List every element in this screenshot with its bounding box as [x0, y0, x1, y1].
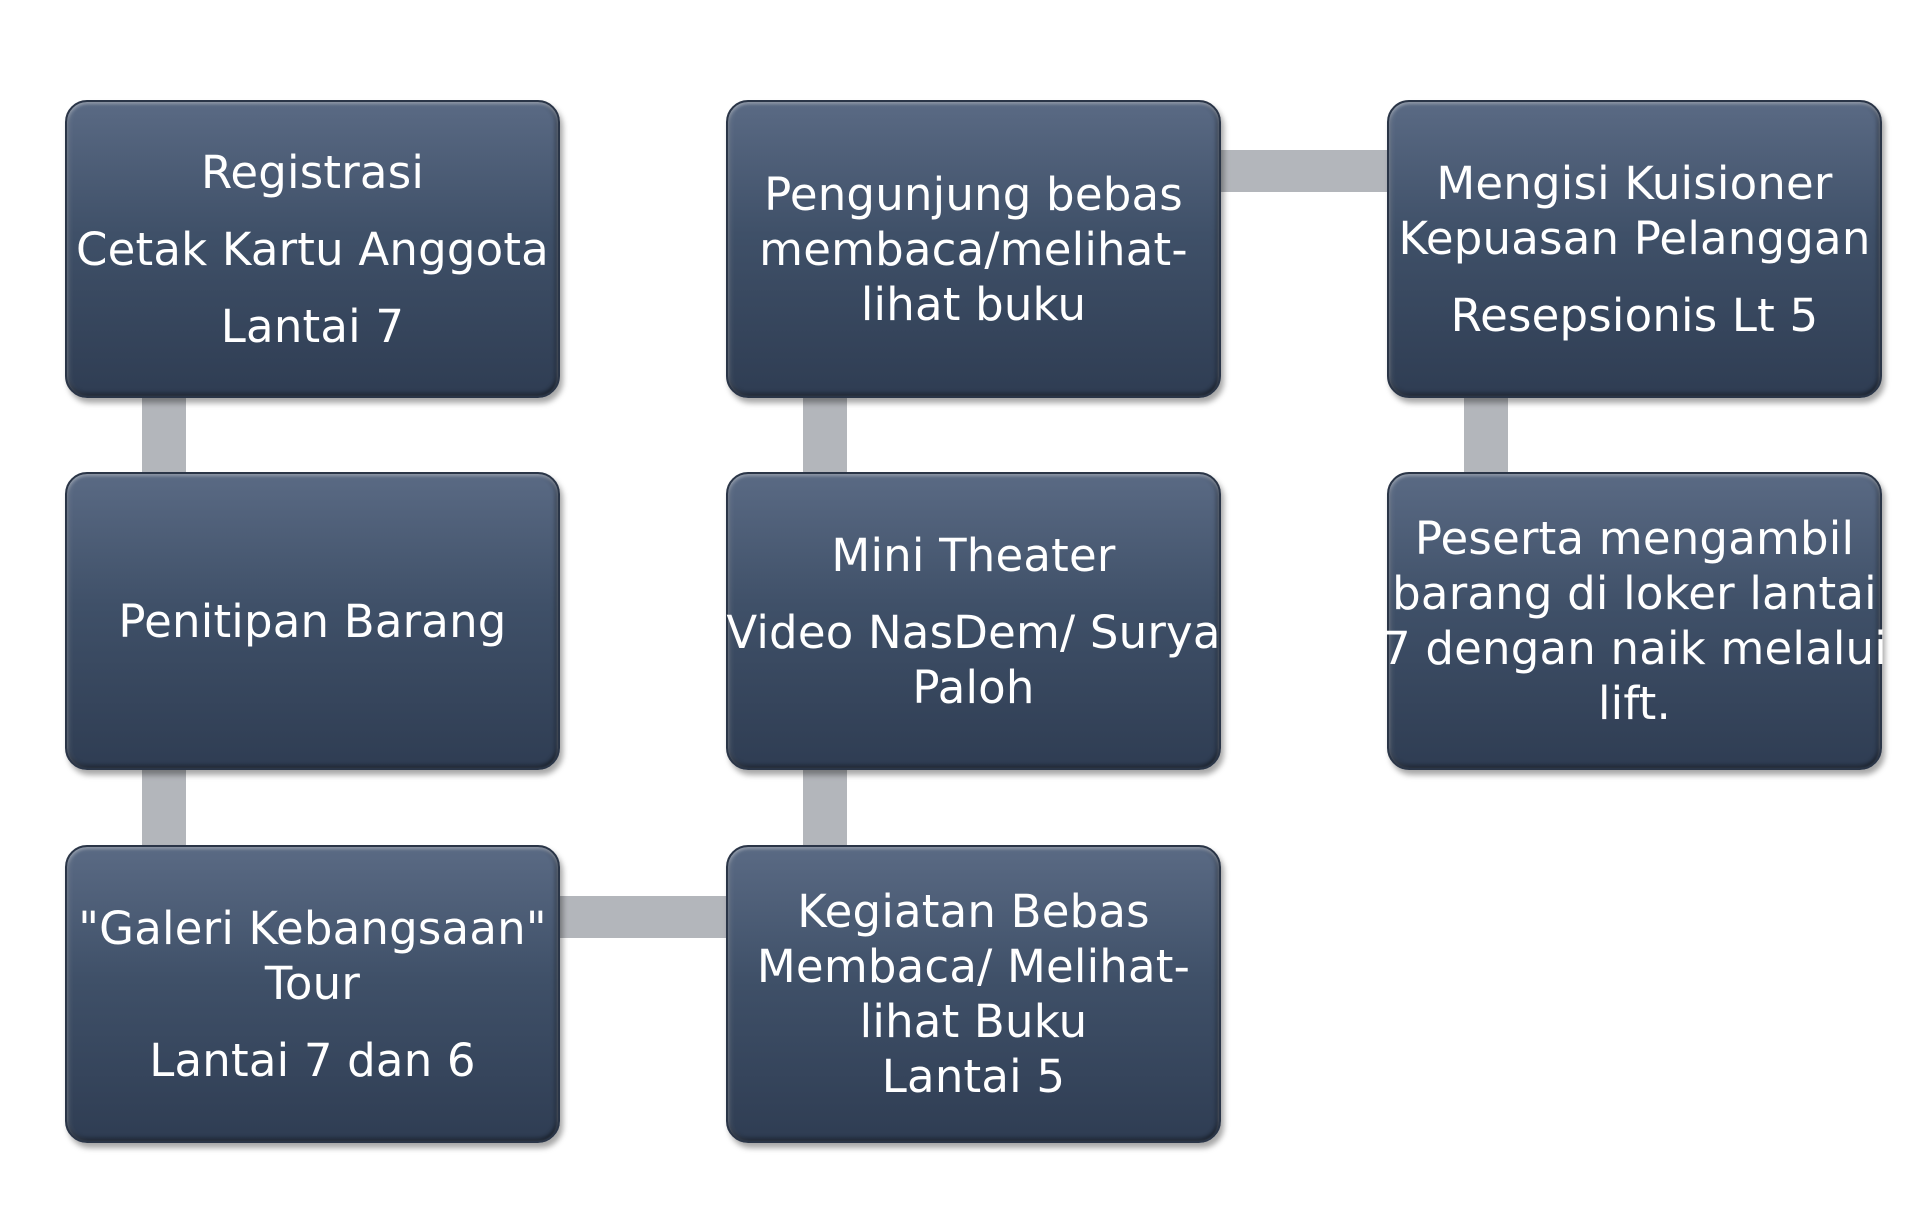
step-text: lihat Buku	[859, 995, 1088, 1048]
step-text: Membaca/ Melihat-	[756, 940, 1191, 993]
step-box-registrasi: Registrasi Cetak Kartu Anggota Lantai 7	[65, 100, 560, 398]
step-title: Pengunjung bebas	[764, 167, 1183, 221]
step-text: Kepuasan Pelanggan	[1398, 211, 1871, 265]
step-box-mini-theater: Mini Theater Video NasDem/ Surya Paloh	[726, 472, 1221, 770]
step-location: Lantai 7	[220, 299, 405, 353]
step-title: Peserta mengambil	[1414, 512, 1855, 565]
connector-kuisioner-peserta	[1464, 396, 1508, 474]
step-text: Video NasDem/ Surya	[726, 605, 1221, 659]
connector-pengunjung-kuisioner	[1219, 150, 1389, 192]
step-title: Registrasi	[200, 145, 425, 199]
step-location: Lantai 7 dan 6	[149, 1033, 476, 1087]
step-location: Lantai 5	[881, 1050, 1066, 1103]
step-text: membaca/melihat-	[759, 222, 1188, 276]
step-location: Resepsionis Lt 5	[1450, 288, 1819, 342]
step-box-galeri-kebangsaan: "Galeri Kebangsaan" Tour Lantai 7 dan 6	[65, 845, 560, 1143]
step-text: barang di loker lantai	[1392, 567, 1877, 620]
step-box-pengunjung-bebas: Pengunjung bebas membaca/melihat- lihat …	[726, 100, 1221, 398]
connector-registrasi-penitipan	[142, 396, 186, 474]
step-box-penitipan-barang: Penitipan Barang	[65, 472, 560, 770]
step-title: Mengisi Kuisioner	[1436, 156, 1833, 210]
step-text: lift.	[1597, 677, 1671, 730]
step-title: Mini Theater	[831, 528, 1116, 582]
step-box-kegiatan-bebas: Kegiatan Bebas Membaca/ Melihat- lihat B…	[726, 845, 1221, 1143]
step-text: Cetak Kartu Anggota	[76, 222, 549, 276]
step-box-kuisioner: Mengisi Kuisioner Kepuasan Pelanggan Res…	[1387, 100, 1882, 398]
connector-galeri-kegiatan	[558, 896, 728, 938]
step-text: Tour	[264, 956, 361, 1010]
step-box-peserta-mengambil-barang: Peserta mengambil barang di loker lantai…	[1382, 472, 1887, 770]
step-title: Penitipan Barang	[118, 594, 507, 648]
connector-penitipan-galeri	[142, 768, 186, 846]
connector-kegiatan-mini-theater	[803, 768, 847, 846]
step-text: lihat buku	[860, 277, 1087, 331]
step-text: Paloh	[912, 660, 1035, 714]
step-title: "Galeri Kebangsaan"	[78, 901, 547, 955]
connector-mini-theater-pengunjung	[803, 396, 847, 474]
step-text: 7 dengan naik melalui	[1382, 622, 1887, 675]
step-title: Kegiatan Bebas	[797, 885, 1150, 938]
